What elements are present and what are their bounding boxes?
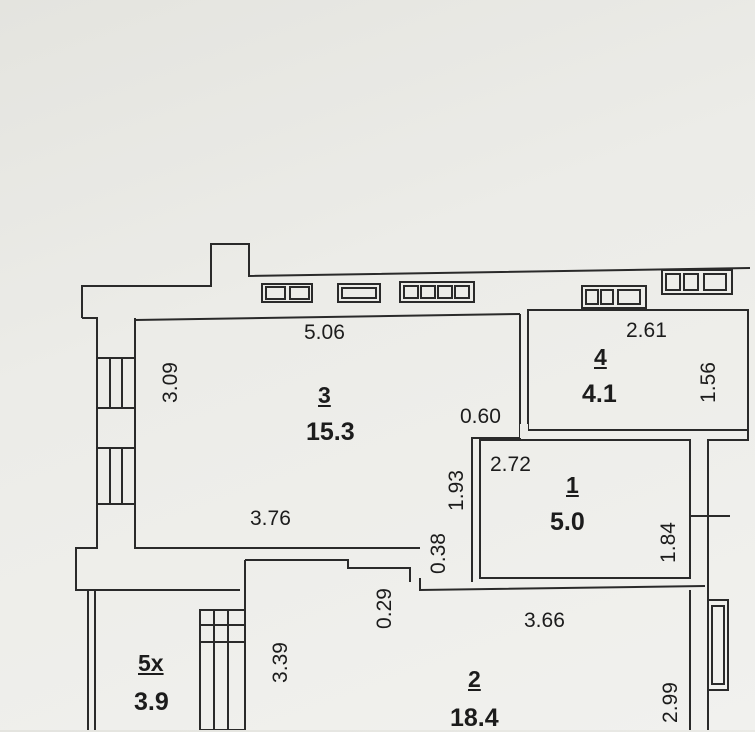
dim-2-72: 2.72 (490, 453, 531, 476)
dim-1-84: 1.84 (656, 522, 680, 563)
left-outer-wall (75, 317, 240, 591)
room1-walls (479, 439, 691, 579)
left-windows (96, 357, 730, 730)
room-5x-area: 3.9 (134, 688, 169, 716)
dim-2-61: 2.61 (626, 319, 667, 342)
outer-wall-outline (81, 243, 751, 318)
dim-3-76: 3.76 (250, 507, 291, 530)
room-2-number: 2 (468, 666, 481, 692)
partition-3-2 (245, 559, 411, 582)
dim-2-99: 2.99 (658, 682, 682, 723)
dim-3-09: 3.09 (158, 362, 182, 403)
room-3-number: 3 (318, 382, 331, 408)
room-4-area: 4.1 (582, 380, 617, 408)
dim-0-38: 0.38 (426, 533, 450, 574)
room-3-area: 15.3 (306, 418, 355, 446)
room-1-number: 1 (566, 472, 579, 498)
room-1-area: 5.0 (550, 508, 585, 536)
dim-1-93: 1.93 (444, 470, 468, 511)
vent-blocks (261, 269, 733, 309)
dim-5-06: 5.06 (304, 321, 345, 344)
dim-0-29: 0.29 (372, 588, 396, 629)
room3-right-wall (471, 314, 521, 582)
balcony-wall (87, 590, 96, 730)
dim-0-60: 0.60 (460, 405, 501, 428)
room1-bottom (419, 578, 706, 592)
room-5x-number: 5x (138, 650, 164, 676)
dim-1-56: 1.56 (696, 362, 720, 403)
room-2-area: 18.4 (450, 704, 499, 732)
room4-outer (707, 310, 749, 730)
room3-top-wall (134, 313, 521, 321)
room-4-number: 4 (594, 344, 607, 370)
dim-3-66: 3.66 (524, 609, 565, 632)
dim-3-39: 3.39 (268, 642, 292, 683)
